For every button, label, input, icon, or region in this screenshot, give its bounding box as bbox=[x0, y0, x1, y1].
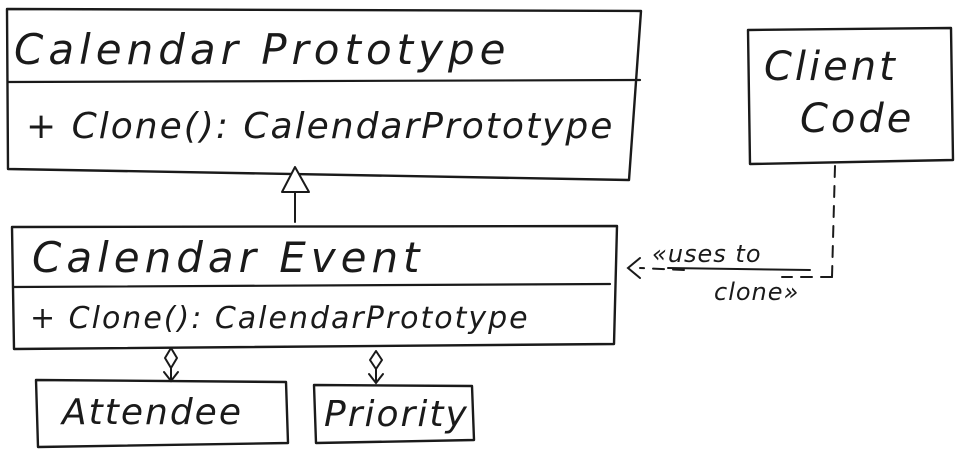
dependency-head bbox=[626, 257, 641, 279]
prototype-name: Calendar Prototype bbox=[14, 25, 511, 74]
uses-line2: clone» bbox=[714, 278, 799, 306]
attendee-name: Attendee bbox=[60, 392, 243, 433]
attendee-aggregation bbox=[163, 347, 179, 383]
client-code-box: Client Code bbox=[746, 26, 955, 166]
event-box bbox=[10, 224, 619, 351]
priority-aggregation bbox=[368, 350, 384, 385]
generalization-head bbox=[281, 166, 310, 193]
event-class: Calendar Event + Clone(): CalendarProtot… bbox=[10, 224, 619, 351]
priority-arrowhead bbox=[368, 373, 384, 385]
priority-diamond bbox=[369, 350, 383, 370]
prototype-method: + Clone(): CalendarPrototype bbox=[26, 106, 614, 147]
prototype-class: Calendar Prototype + Clone(): CalendarPr… bbox=[5, 7, 643, 182]
priority-class: Priority bbox=[312, 383, 476, 445]
dependency-horizontal bbox=[639, 267, 833, 278]
client-line2: Code bbox=[800, 96, 914, 142]
priority-name: Priority bbox=[324, 394, 469, 435]
attendee-class: Attendee bbox=[34, 378, 290, 449]
dependency-vertical bbox=[831, 165, 836, 278]
client-box bbox=[746, 26, 955, 166]
client-line1: Client bbox=[764, 44, 898, 90]
priority-box bbox=[312, 383, 476, 445]
prototype-divider bbox=[6, 78, 642, 84]
event-method: + Clone(): CalendarPrototype bbox=[30, 301, 530, 336]
generalization-arrow bbox=[281, 166, 310, 223]
uses-underline bbox=[667, 267, 811, 271]
attendee-box bbox=[34, 378, 290, 449]
uses-line1: «uses to bbox=[652, 240, 762, 268]
dependency-arrow: «uses to clone» bbox=[626, 165, 836, 306]
prototype-box bbox=[5, 7, 643, 182]
event-name: Calendar Event bbox=[32, 233, 425, 282]
attendee-diamond bbox=[164, 347, 178, 369]
event-divider bbox=[11, 282, 612, 289]
